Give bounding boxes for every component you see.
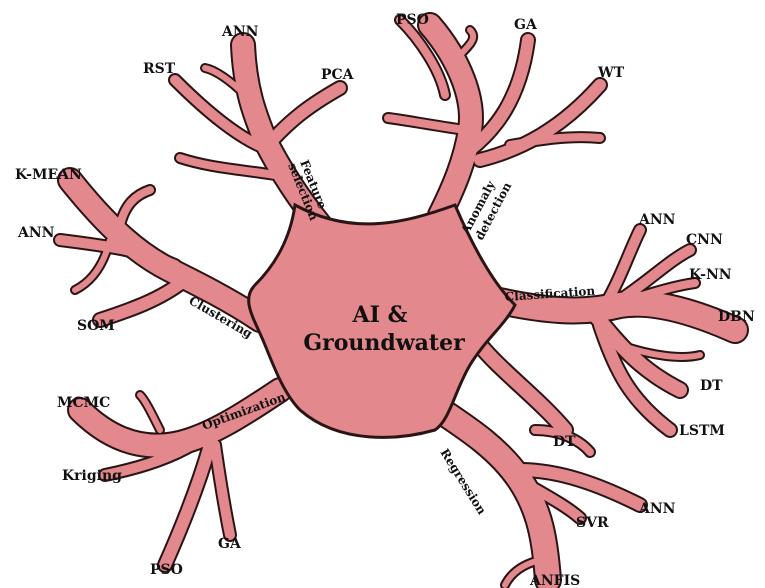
method-opt-mcmc: MCMC <box>57 395 110 411</box>
method-reg-ann: ANN <box>638 501 676 517</box>
method-class-knn: K-NN <box>689 267 732 283</box>
method-opt-ga: GA <box>218 536 242 552</box>
dendrite-branch <box>165 445 210 565</box>
method-feature-pca: PCA <box>321 67 355 83</box>
dendrite-branch <box>120 190 150 225</box>
method-reg-dt: DT <box>553 434 576 450</box>
method-feature-rst: RST <box>143 61 176 77</box>
dendrite-branch <box>100 280 185 320</box>
method-opt-kriging: Kriging <box>62 468 122 484</box>
method-feature-ann: ANN <box>221 24 259 40</box>
method-opt-pso: PSO <box>150 562 183 578</box>
method-reg-svr: SVR <box>576 515 609 531</box>
method-clust-kmean: K-MEAN <box>15 167 82 183</box>
method-class-lstm: LSTM <box>679 423 725 439</box>
method-anomaly-pso: PSO <box>396 12 429 28</box>
method-clust-som: SOM <box>77 318 115 334</box>
center-title-line2: Groundwater <box>303 330 465 356</box>
dendrite-branch <box>268 88 340 145</box>
method-class-dt: DT <box>700 378 723 394</box>
method-class-dbn: DBN <box>718 309 755 325</box>
dendrite-branch <box>480 345 565 430</box>
method-class-cnn: CNN <box>686 232 723 248</box>
method-anomaly-wt: WT <box>597 65 625 81</box>
method-anomaly-ga: GA <box>514 17 538 33</box>
method-class-ann: ANN <box>638 212 676 228</box>
method-clust-ann: ANN <box>17 225 55 241</box>
method-reg-anfis: ANFIS <box>529 573 580 588</box>
center-title-line1: AI & <box>352 302 408 328</box>
